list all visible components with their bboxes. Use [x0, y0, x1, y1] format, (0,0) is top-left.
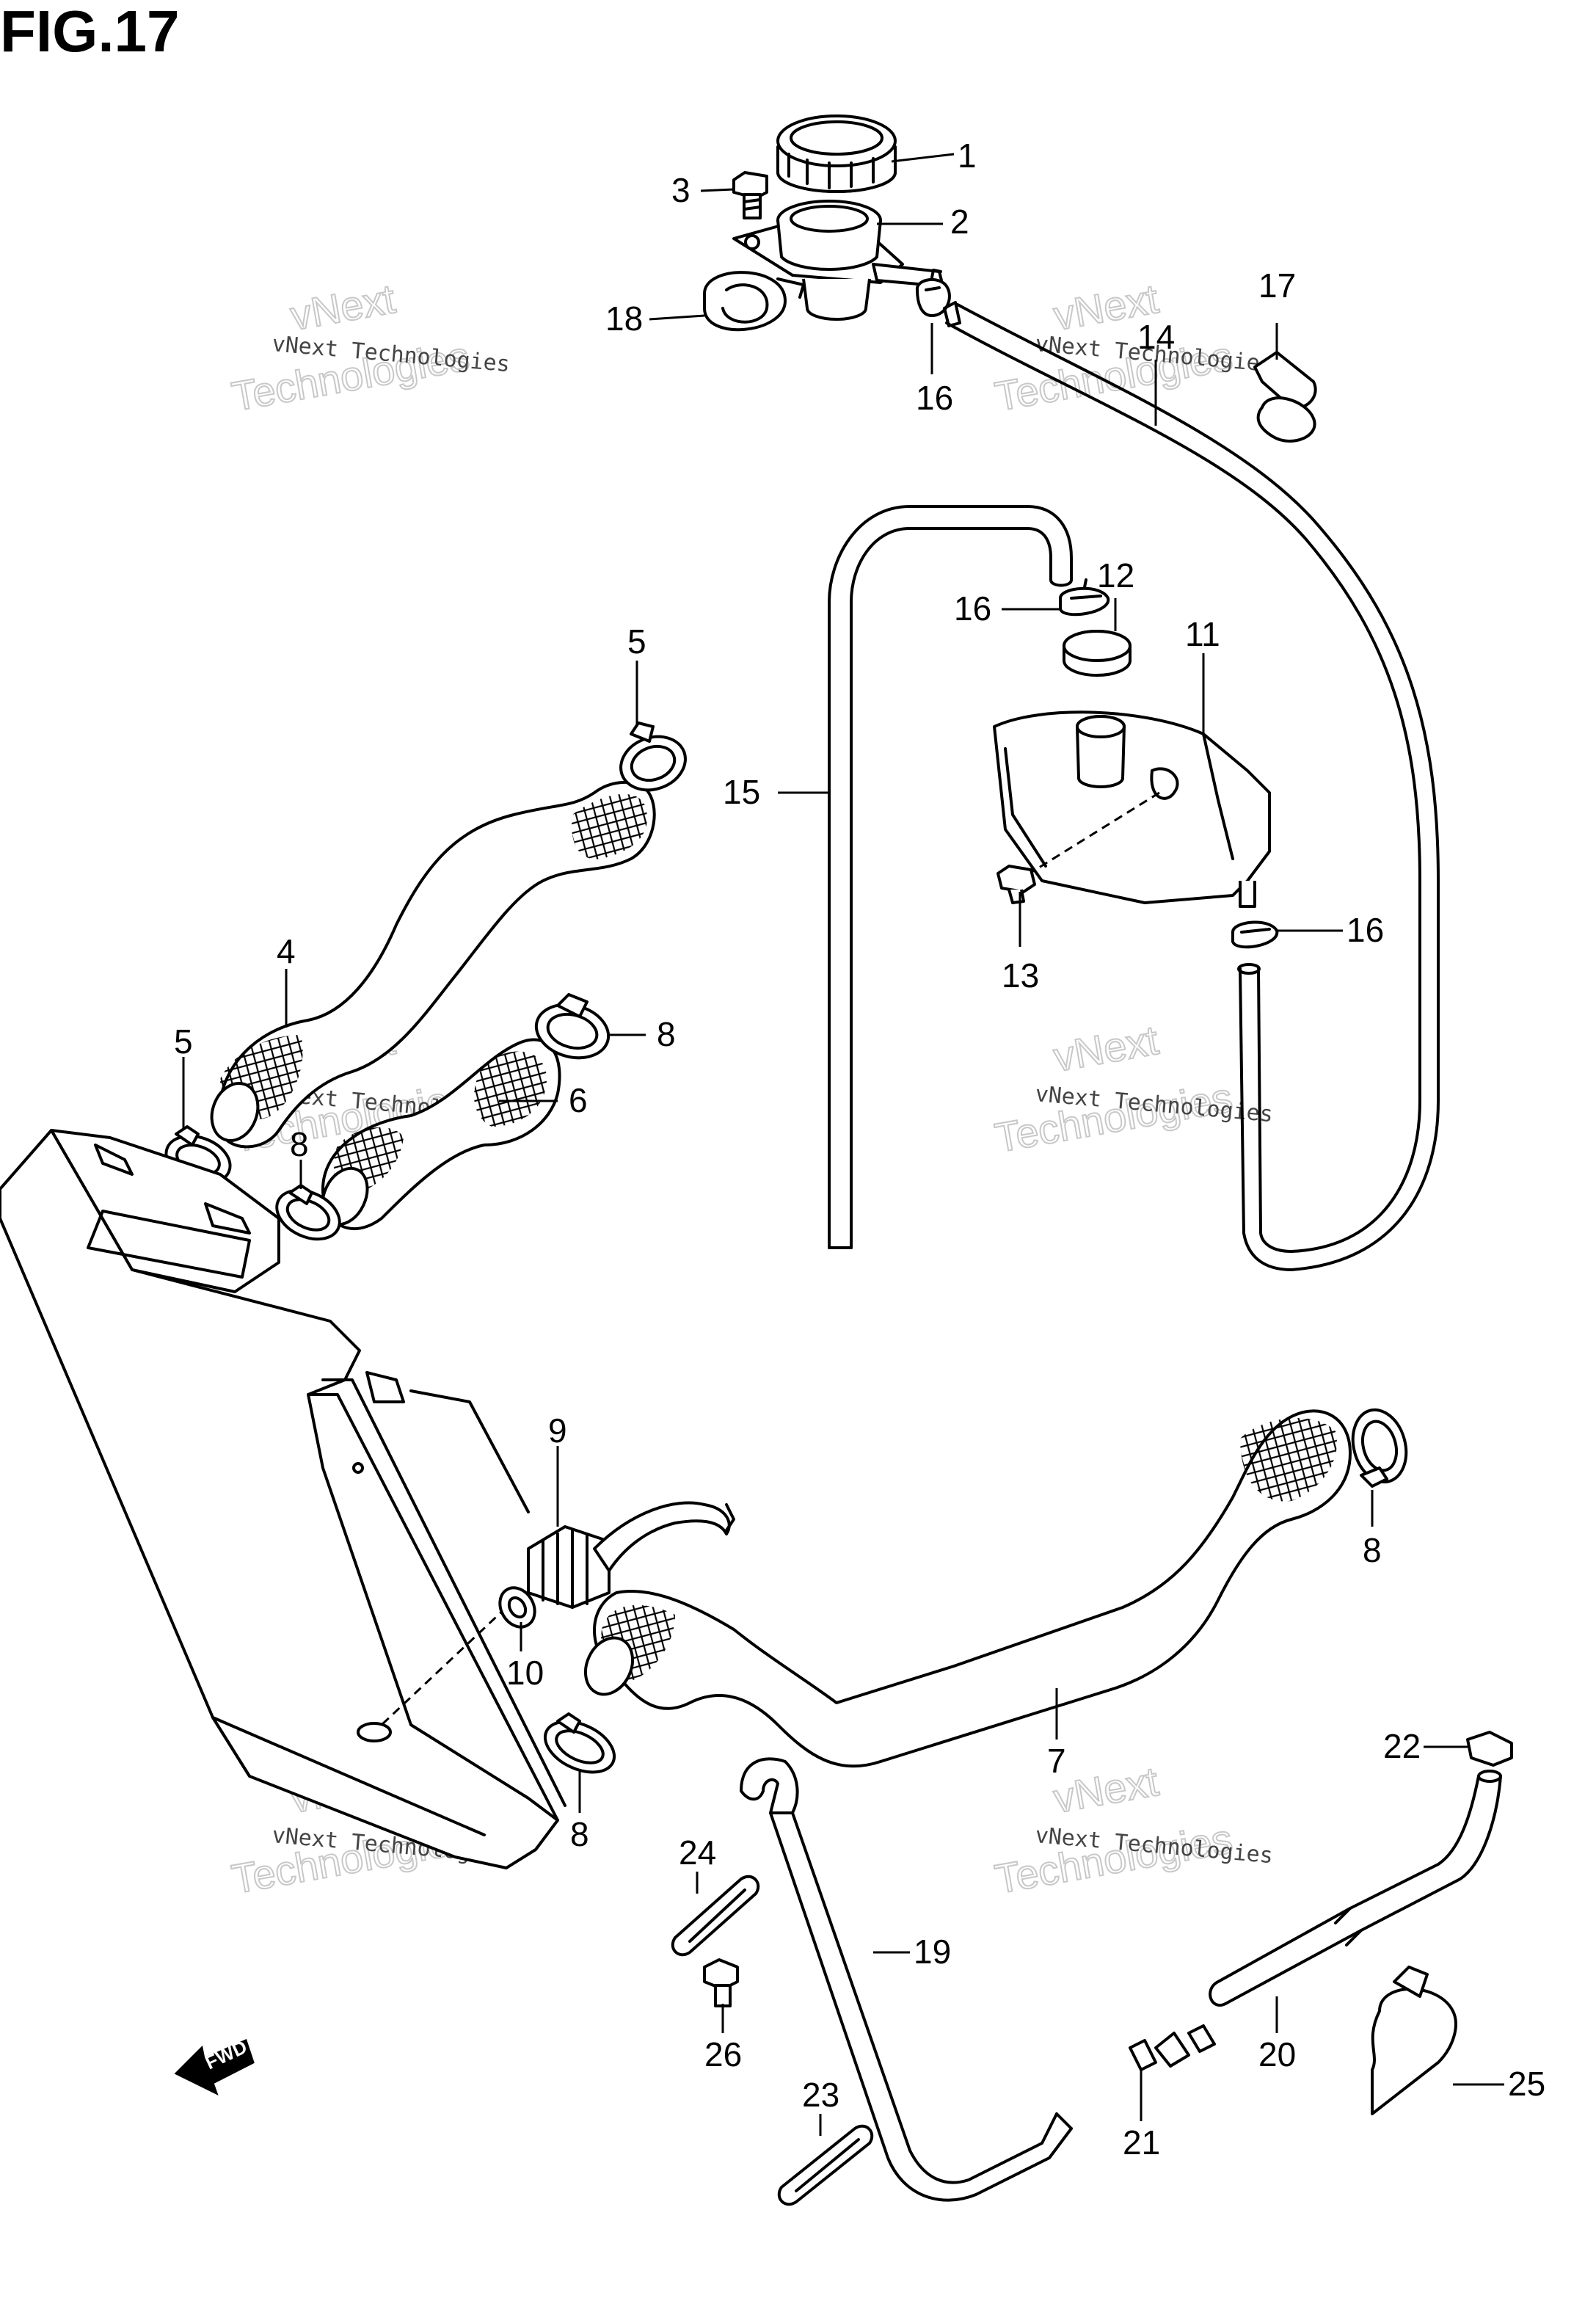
callout-17: 17: [1258, 266, 1296, 305]
callout-10: 10: [506, 1654, 544, 1692]
forward-arrow-icon: FWD: [174, 2035, 255, 2095]
callout-2: 2: [950, 203, 969, 241]
hose-clip-16-right: [1231, 920, 1279, 949]
callout-16: 16: [954, 589, 991, 628]
bracket-24: [671, 1875, 760, 1957]
callout-16: 16: [1347, 911, 1384, 949]
callout-5: 5: [174, 1022, 193, 1061]
callout-24: 24: [679, 1833, 716, 1872]
watermark-top-right: vNext Technologies vNext Technologies: [991, 275, 1274, 421]
hose-19: [740, 1757, 1073, 2202]
screw-3: [732, 171, 768, 219]
callout-1: 1: [958, 137, 977, 175]
bracket-23: [777, 2124, 874, 2206]
callout-20: 20: [1258, 2035, 1296, 2073]
callout-16: 16: [916, 379, 953, 417]
callout-19: 19: [914, 1933, 951, 1971]
callout-7: 7: [1047, 1742, 1066, 1780]
thermo-switch-9: [527, 1501, 735, 1609]
hose-clip-22: [1466, 1731, 1513, 1767]
bolt-13: [996, 865, 1036, 904]
callout-26: 26: [704, 2035, 742, 2073]
figure-title: FIG.17: [0, 0, 180, 64]
callout-25: 25: [1508, 2065, 1545, 2103]
watermark-big-1: vNext: [1050, 1758, 1162, 1822]
callout-21: 21: [1123, 2123, 1160, 2162]
callout-8: 8: [570, 1815, 589, 1853]
radiator-hose-4: [210, 780, 656, 1149]
hose-clip-16-mid: [1059, 578, 1110, 617]
callout-11: 11: [1185, 615, 1220, 653]
radiator-hose-6: [321, 1038, 561, 1231]
hose-clamp-8-bottom: [543, 1712, 616, 1774]
leader-lines: [182, 153, 1504, 2136]
callout-8: 8: [657, 1015, 676, 1053]
hose-clamp-8-upper-right: [534, 993, 611, 1060]
callout-15: 15: [723, 773, 760, 811]
watermark-top-left: vNext Technologies vNext Technologies: [227, 275, 511, 421]
hose-clamp-5-top: [619, 721, 687, 792]
callout-4: 4: [277, 932, 296, 970]
bolt-26: [703, 1958, 739, 2007]
callout-23: 23: [802, 2076, 839, 2114]
watermark-big-1: vNext: [1050, 1017, 1162, 1080]
callout-8: 8: [1363, 1531, 1382, 1569]
reservoir-cap-12: [1063, 630, 1132, 677]
callout-14: 14: [1137, 318, 1175, 356]
pipe-20: [1209, 1770, 1502, 2007]
watermark-big-1: vNext: [287, 275, 398, 339]
callout-6: 6: [569, 1081, 588, 1119]
callout-22: 22: [1383, 1727, 1421, 1765]
washer-10: [498, 1586, 536, 1629]
callout-8: 8: [290, 1125, 309, 1163]
pipe-joint-21: [1129, 2024, 1216, 2071]
callout-12: 12: [1097, 556, 1134, 595]
clamp-25: [1371, 1966, 1457, 2115]
radiator: [0, 1129, 566, 1869]
callout-9: 9: [548, 1411, 567, 1450]
callout-13: 13: [1002, 956, 1039, 995]
watermark-bottom-right: vNext Technologies vNext Technologies: [991, 1757, 1274, 1903]
callout-5: 5: [627, 622, 646, 661]
radiator-hose-7: [583, 1409, 1352, 1768]
callout-18: 18: [605, 299, 643, 338]
hose-clamp-8-left: [275, 1184, 341, 1241]
clamp-18: [703, 271, 805, 332]
reservoir-tank-11: [993, 710, 1271, 908]
callout-numbers: 1 2 3 18 16 14 17 16 12 11 15 13 16 5 4 …: [174, 137, 1545, 2162]
clamp-17: [1253, 351, 1317, 443]
callout-3: 3: [671, 171, 690, 209]
overflow-hose-14: [943, 301, 1440, 1271]
hose-15: [828, 505, 1073, 1249]
hose-clamp-8-right: [1351, 1408, 1408, 1488]
hose-clip-16-top: [916, 269, 951, 317]
watermark-mid-right: vNext Technologies vNext Technologies: [991, 1016, 1274, 1162]
radiator-cap: [776, 114, 897, 193]
